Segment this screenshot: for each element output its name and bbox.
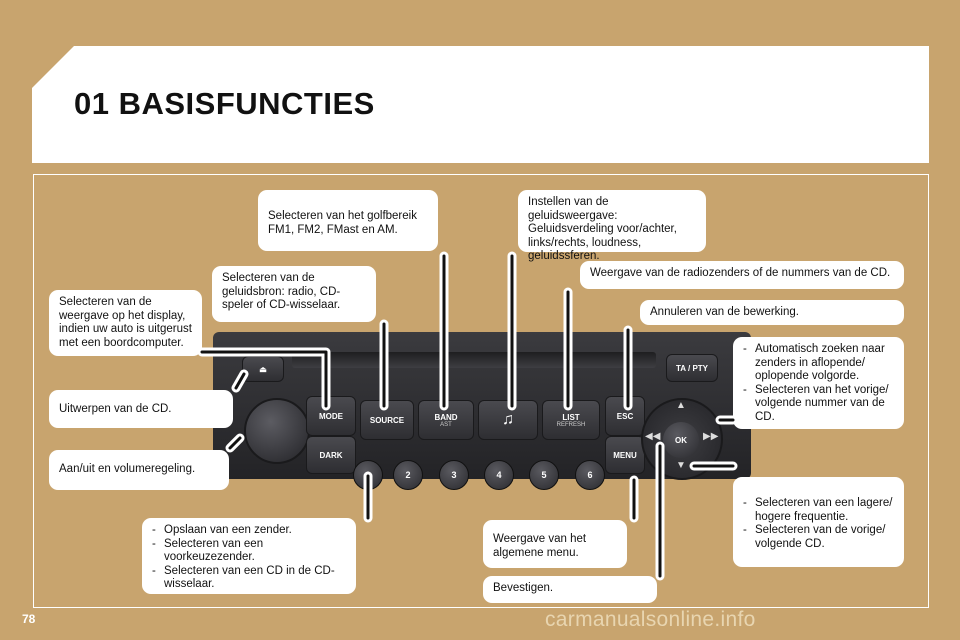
preset-button-6[interactable]: 6 [575, 460, 605, 490]
page-title: 01 BASISFUNCTIES [74, 86, 375, 121]
ok-callout: Bevestigen. [483, 576, 657, 603]
source-label: SOURCE [369, 415, 405, 425]
preset-button-3[interactable]: 3 [439, 460, 469, 490]
list-label: LIST [562, 412, 580, 422]
seek-list: Automatisch zoeken naar zenders in aflop… [743, 343, 894, 424]
freq-callout: Selecteren van een lagere/ hogere freque… [733, 477, 904, 567]
freq-list: Selecteren van een lagere/ hogere freque… [743, 497, 894, 551]
source-button[interactable]: SOURCE [360, 400, 414, 440]
preset-button-4[interactable]: 4 [484, 460, 514, 490]
header-panel [32, 46, 929, 163]
music-note-icon: ♫ [502, 411, 514, 428]
mode-callout: Selecteren van de weergave op het displa… [49, 290, 202, 356]
esc-button[interactable]: ESC [605, 396, 645, 436]
band-label: BAND [434, 412, 458, 422]
eject-icon: ⏏ [259, 364, 267, 374]
content-frame [33, 174, 929, 608]
menu-button[interactable]: MENU [605, 436, 645, 474]
list-item: Automatisch zoeken naar zenders in aflop… [743, 343, 894, 384]
menu-callout: Weergave van het algemene menu. [483, 520, 627, 568]
volume-knob[interactable] [244, 398, 310, 464]
eject-callout: Uitwerpen van de CD. [49, 390, 233, 428]
list-item: Selecteren van een voorkeuzezender. [152, 538, 346, 565]
band-sub: AST [440, 421, 452, 428]
presets-list: Opslaan van een zender. Selecteren van e… [152, 524, 346, 592]
preset-button-1[interactable]: 1 [353, 460, 383, 490]
watermark: carmanualsonline.info [545, 608, 756, 631]
seek-callout: Automatisch zoeken naar zenders in aflop… [733, 337, 904, 429]
rewind-icon[interactable]: ◀◀ [645, 431, 661, 442]
power-callout: Aan/uit en volumeregeling. [49, 450, 229, 490]
ok-button[interactable]: OK [663, 422, 699, 458]
ta-pty-button[interactable]: TA / PTY [666, 354, 718, 382]
presets-callout: Opslaan van een zender. Selecteren van e… [142, 518, 356, 594]
sound-button[interactable]: ♫ [478, 400, 538, 440]
list-item: Selecteren van de vorige/ volgende CD. [743, 524, 894, 551]
dark-button[interactable]: DARK [306, 436, 356, 474]
list-sub: REFRESH [556, 421, 586, 428]
preset-button-5[interactable]: 5 [529, 460, 559, 490]
page-number: 78 [22, 612, 36, 626]
source-callout: Selecteren van de geluidsbron: radio, CD… [212, 266, 376, 322]
list-item: Selecteren van een lagere/ hogere freque… [743, 497, 894, 524]
mode-button[interactable]: MODE [306, 396, 356, 436]
list-item: Opslaan van een zender. [152, 524, 346, 538]
preset-button-2[interactable]: 2 [393, 460, 423, 490]
list-item: Selecteren van een CD in de CD-wisselaar… [152, 565, 346, 592]
down-icon[interactable]: ▼ [676, 460, 686, 471]
band-callout: Selecteren van het golfbereik FM1, FM2, … [258, 190, 438, 251]
list-item: Selecteren van het vorige/ volgende numm… [743, 384, 894, 425]
forward-icon[interactable]: ▶▶ [703, 431, 719, 442]
list-callout: Weergave van de radiozenders of de numme… [580, 261, 904, 289]
up-icon[interactable]: ▲ [676, 400, 686, 411]
eject-button[interactable]: ⏏ [242, 356, 284, 382]
esc-callout: Annuleren van de bewerking. [640, 300, 904, 325]
sound-callout: Instellen van de geluidsweergave: Geluid… [518, 190, 706, 262]
cd-slot [292, 352, 656, 368]
